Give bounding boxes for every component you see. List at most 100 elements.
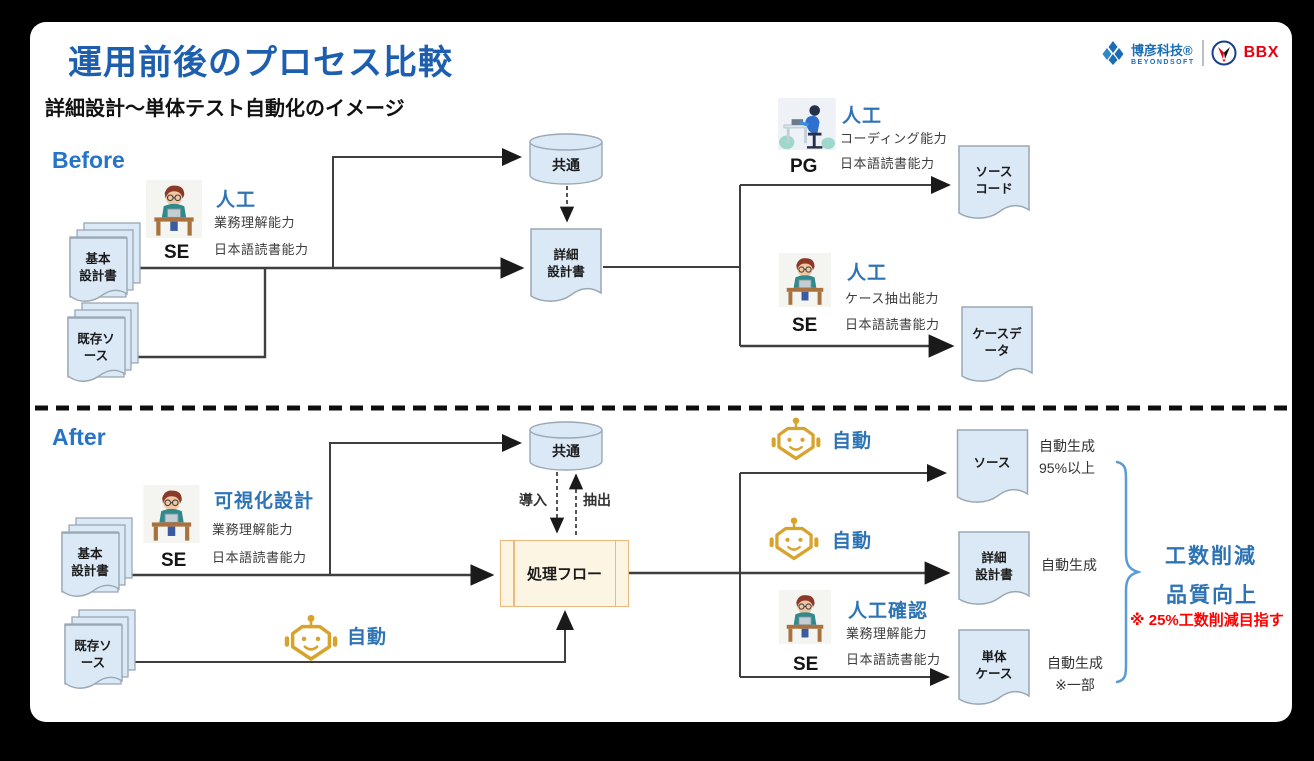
doc-existing-source-before: 既存ソ ース <box>62 302 140 390</box>
after-section-label: After <box>52 424 106 450</box>
logo-divider <box>1201 40 1204 66</box>
note-source-generation: 自動生成 95%以上 <box>1039 435 1095 479</box>
doc-label-line: 基本 <box>77 547 103 561</box>
database-cylinder-icon <box>529 421 603 471</box>
doc-detail-design-before: 詳細 設計書 <box>529 227 603 307</box>
bbx-logo: BBX <box>1243 44 1279 61</box>
doc-unit-case-after: 単体 ケース <box>957 628 1031 710</box>
document-stack-icon <box>67 302 139 382</box>
after-se2-skill1: 業務理解能力 <box>846 626 928 641</box>
flowbox-inner-bar <box>513 541 515 606</box>
doc-label-line: 詳細 <box>981 551 1007 565</box>
process-flow-box: 処理フロー <box>500 540 629 607</box>
after-robot-detail-label: 自動 <box>832 531 873 552</box>
doc-basic-design-before: 基本 設計書 <box>64 222 142 310</box>
doc-label-line: ケースデ <box>972 327 1022 341</box>
before-se1-skill1: 業務理解能力 <box>214 215 296 230</box>
doc-label-line: ソース <box>973 456 1011 470</box>
after-se1-skill2: 日本語読書能力 <box>212 550 307 565</box>
note-line: 95%以上 <box>1039 460 1096 476</box>
doc-basic-design-after: 基本 設計書 <box>56 517 134 605</box>
before-pg-skill2: 日本語読書能力 <box>840 156 935 171</box>
doc-label-line: 設計書 <box>547 264 585 279</box>
doc-label-line: ース <box>80 655 106 670</box>
se-person-icon <box>146 180 202 238</box>
doc-label-line: コード <box>975 181 1013 196</box>
doc-case-data-before: ケースデ ータ <box>960 305 1034 387</box>
document-icon <box>956 429 1029 503</box>
note-unit-generation: 自動生成 ※一部 <box>1047 652 1103 696</box>
connector-lines <box>35 148 1290 686</box>
after-se2-skill2: 日本語読書能力 <box>846 652 941 667</box>
doc-label-line: ソース <box>975 165 1013 179</box>
note-line: 自動生成 <box>1047 655 1103 671</box>
benefits-brace <box>1115 460 1141 684</box>
beyondsoft-en-label: BEYONDSOFT <box>1131 59 1195 66</box>
pg-person-icon <box>778 98 836 150</box>
doc-label-line: ータ <box>984 343 1010 358</box>
slide-card: 運用前後のプロセス比較 詳細設計～単体テスト自動化のイメージ 博彦科技® BEY… <box>30 22 1292 722</box>
before-se1-type: 人工 <box>216 190 257 211</box>
before-pg-name: PG <box>790 156 818 177</box>
page-title: 運用前後のプロセス比較 <box>68 44 453 82</box>
after-se1-name: SE <box>161 550 187 571</box>
after-robot-source-label: 自動 <box>832 431 873 452</box>
bbx-emblem-icon <box>1211 40 1237 66</box>
arrow-import-label: 導入 <box>519 492 547 508</box>
doc-existing-source-after: 既存ソ ース <box>59 609 137 697</box>
doc-source-code-before: ソース コード <box>957 144 1031 224</box>
document-icon <box>958 629 1030 705</box>
beyondsoft-logo: 博彦科技® BEYONDSOFT <box>1131 40 1195 66</box>
benefit-quality-improvement: 品質向上 <box>1166 584 1258 607</box>
document-stack-icon <box>61 517 133 597</box>
database-cylinder-icon <box>529 133 603 185</box>
document-icon <box>530 228 602 302</box>
flowbox-inner-bar <box>614 541 616 606</box>
se-person-icon <box>143 485 200 543</box>
se-person-icon <box>778 253 832 307</box>
doc-label-line: 既存ソ <box>77 332 115 346</box>
benefit-target-note: ※ 25%工数削減目指す <box>1130 612 1284 629</box>
document-stack-icon <box>64 609 136 689</box>
document-stack-icon <box>69 222 141 302</box>
doc-label-line: 単体 <box>981 650 1007 664</box>
before-se2-type: 人工 <box>847 263 888 284</box>
robot-icon <box>284 614 338 661</box>
robot-icon <box>771 417 821 461</box>
after-se2-type: 人工確認 <box>848 601 929 622</box>
note-line: ※一部 <box>1055 677 1095 693</box>
doc-label-line: ース <box>83 348 109 363</box>
doc-label-line: ケース <box>975 666 1013 681</box>
note-line: 自動生成 <box>1039 438 1095 454</box>
before-se2-skill2: 日本語読書能力 <box>845 317 940 332</box>
before-se1-skill2: 日本語読書能力 <box>214 242 309 257</box>
before-se2-name: SE <box>792 315 818 336</box>
after-robot-bottom-label: 自動 <box>347 627 388 648</box>
document-icon <box>961 306 1033 382</box>
before-pg-skill1: コーディング能力 <box>840 131 948 146</box>
doc-label-line: 設計書 <box>71 563 109 578</box>
page-subtitle: 詳細設計～単体テスト自動化のイメージ <box>45 98 405 120</box>
beyondsoft-cn-label: 博彦科技® <box>1131 43 1193 58</box>
db-common-after: 共通 <box>528 420 604 472</box>
se-person-icon <box>778 590 832 644</box>
logo-bar: 博彦科技® BEYONDSOFT BBX <box>1102 40 1279 66</box>
doc-label-line: 設計書 <box>79 268 117 283</box>
after-se1-type: 可視化設計 <box>214 491 315 512</box>
db-common-before: 共通 <box>528 132 604 186</box>
after-se2-name: SE <box>793 654 819 675</box>
benefit-cost-reduction: 工数削減 <box>1165 545 1257 568</box>
document-icon <box>958 531 1030 605</box>
arrow-extract-label: 抽出 <box>583 492 611 508</box>
doc-label-line: 既存ソ <box>74 639 112 653</box>
db-common-label: 共通 <box>552 443 580 459</box>
before-se1-name: SE <box>164 242 190 263</box>
before-pg-type: 人工 <box>842 106 883 127</box>
note-detail-generation: 自動生成 <box>1041 557 1097 573</box>
doc-source-after: ソース <box>955 428 1030 508</box>
process-flow-label: 処理フロー <box>526 566 602 583</box>
doc-label-line: 基本 <box>85 252 111 266</box>
doc-label-line: 詳細 <box>553 248 579 262</box>
after-se1-skill1: 業務理解能力 <box>212 522 294 537</box>
